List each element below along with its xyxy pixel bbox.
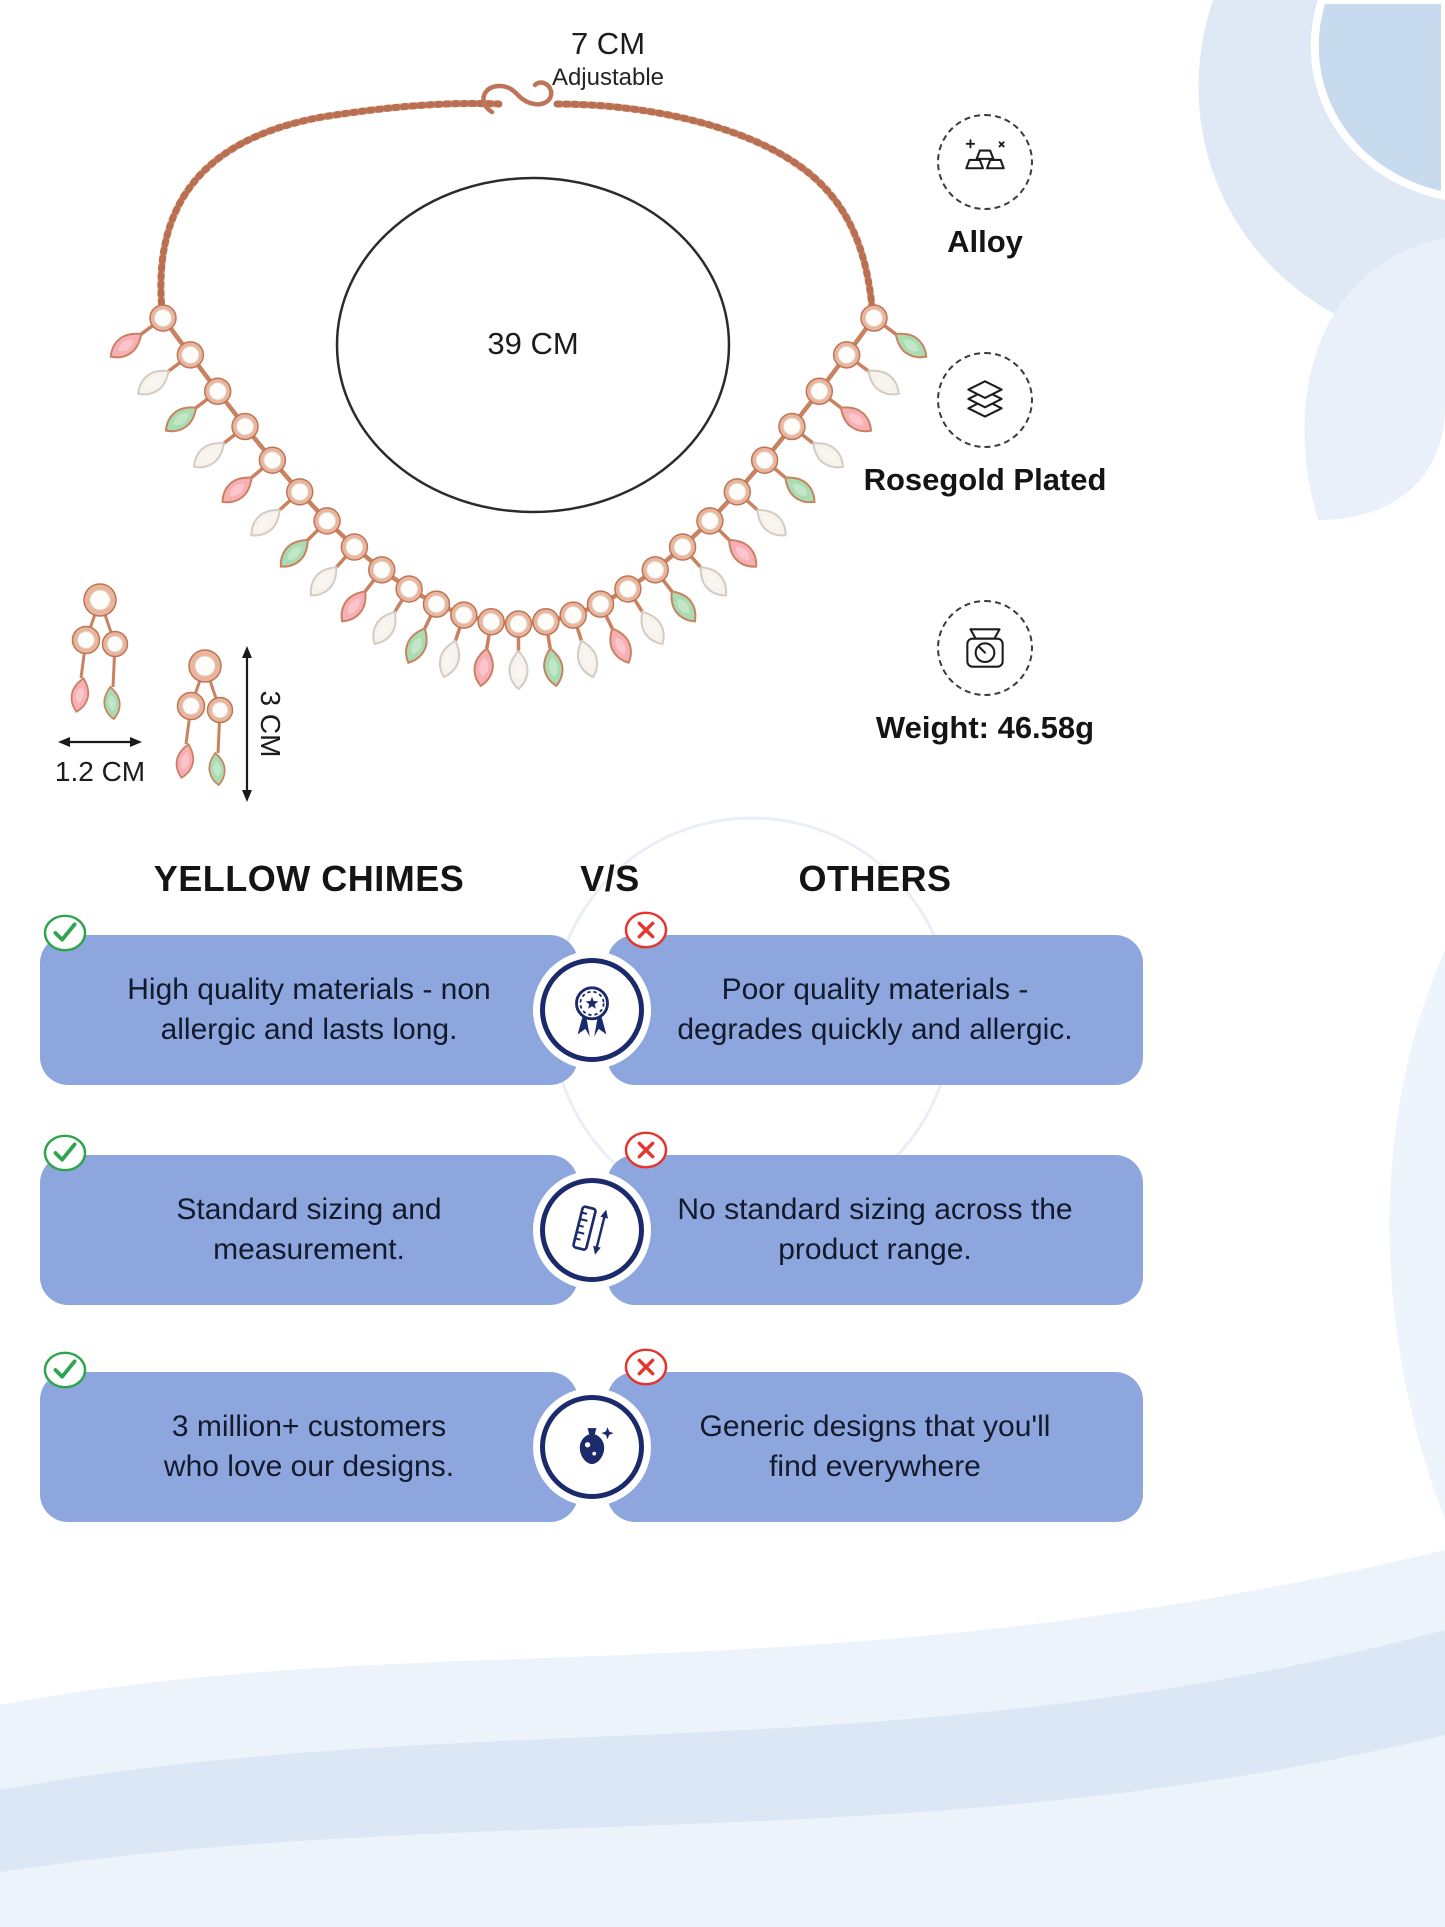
earring-height-label: 3 CM	[255, 690, 286, 758]
comparison-headers: YELLOW CHIMES V/S OTHERS	[0, 858, 1445, 904]
feature-plating: Rosegold Plated	[800, 352, 1170, 498]
earring-width-label: 1.2 CM	[54, 756, 146, 787]
brand-claim-text: 3 million+ customers who love our design…	[163, 1409, 455, 1484]
check-icon	[43, 1351, 87, 1389]
comparison-row-designs: 3 million+ customers who love our design…	[0, 1348, 1445, 1522]
chain-length-value: 7 CM	[570, 26, 646, 61]
clasp-hook	[481, 80, 554, 115]
necklace-size-label: 39 CM	[487, 326, 579, 361]
weighing-scale-glyph	[966, 628, 1004, 668]
brand-claim-box: Standard sizing and measurement.	[40, 1134, 578, 1305]
comparison-row-sizing: Standard sizing and measurement.	[0, 1131, 1445, 1305]
size-circle-outline	[335, 176, 731, 514]
brand-claim-text: Standard sizing and measurement.	[176, 1192, 442, 1267]
check-icon	[43, 914, 87, 952]
brand-claim-box: 3 million+ customers who love our design…	[40, 1351, 578, 1522]
necklace-and-earrings-image	[58, 80, 928, 802]
chain-adjustable-note: Adjustable	[551, 64, 665, 91]
others-claim-text: No standard sizing across the product ra…	[677, 1192, 1073, 1267]
weighing-scale-icon	[937, 600, 1033, 696]
others-claim-box: No standard sizing across the product ra…	[607, 1131, 1143, 1305]
gold-bars-icon	[937, 114, 1033, 210]
others-header: OTHERS	[798, 858, 952, 899]
feature-plating-label: Rosegold Plated	[863, 462, 1107, 497]
cross-icon	[624, 1348, 668, 1386]
brand-claim-box: High quality materials - non allergic an…	[40, 914, 578, 1085]
chain-measure-label: 7 CM Adjustable	[458, 26, 758, 92]
cross-icon	[624, 911, 668, 949]
center-badge	[540, 1395, 644, 1499]
center-badge	[540, 1178, 644, 1282]
measuring-ruler-icon	[572, 1205, 608, 1255]
feature-alloy: Alloy	[800, 114, 1170, 260]
others-claim-text: Generic designs that you'll find everywh…	[699, 1409, 1051, 1484]
necklace-chain	[157, 100, 877, 324]
medal-icon	[575, 986, 609, 1037]
brand-claim-text: High quality materials - non allergic an…	[127, 972, 491, 1047]
feature-weight-label: Weight: 46.58g	[875, 710, 1095, 745]
feature-alloy-label: Alloy	[947, 224, 1023, 259]
layers-glyph	[967, 380, 1003, 418]
unique-design-icon	[579, 1427, 614, 1465]
others-claim-box: Generic designs that you'll find everywh…	[607, 1348, 1143, 1522]
others-claim-box: Poor quality materials - degrades quickl…	[607, 911, 1143, 1085]
height-arrow	[242, 646, 252, 802]
brand-header: YELLOW CHIMES	[153, 858, 465, 899]
necklace-stones	[70, 304, 928, 787]
others-claim-text: Poor quality materials - degrades quickl…	[677, 972, 1073, 1047]
check-icon	[43, 1134, 87, 1172]
cross-icon	[624, 1131, 668, 1169]
comparison-row-quality: High quality materials - non allergic an…	[0, 911, 1445, 1085]
layers-icon	[937, 352, 1033, 448]
feature-weight: Weight: 46.58g	[800, 600, 1170, 746]
center-badge	[540, 958, 644, 1062]
width-arrow	[58, 737, 142, 747]
vs-label: V/S	[580, 858, 640, 899]
gold-bars-glyph	[965, 139, 1005, 170]
